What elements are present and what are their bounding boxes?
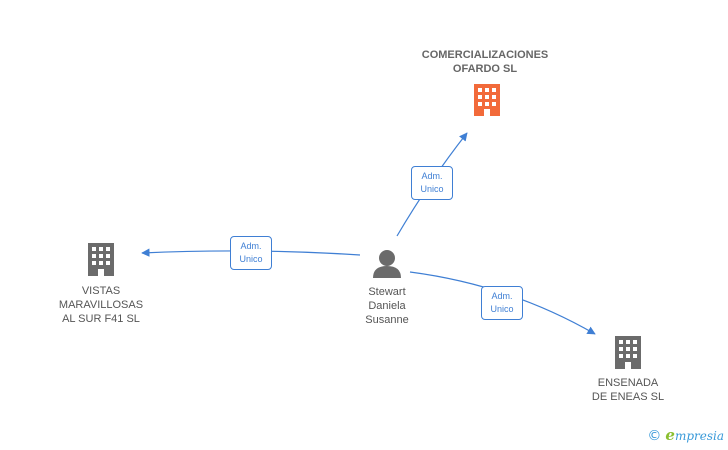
person-label-line1: Stewart xyxy=(368,286,406,298)
edge-badge-to-right[interactable]: Adm. Unico xyxy=(481,286,523,320)
person-label[interactable]: Stewart Daniela Susanne xyxy=(342,285,432,327)
edge-badge-to-top-line2: Unico xyxy=(420,184,444,194)
company-label-right-line1: ENSENADA xyxy=(597,377,659,389)
building-icon-right[interactable] xyxy=(615,336,641,369)
company-label-top-line2: OFARDO SL xyxy=(452,63,518,75)
copyright-symbol: © xyxy=(647,428,662,444)
company-label-right-line2: DE ENEAS SL xyxy=(591,391,665,403)
edge-badge-to-left[interactable]: Adm. Unico xyxy=(230,236,272,270)
company-label-right[interactable]: ENSENADA DE ENEAS SL xyxy=(578,376,678,404)
empresia-logo: ©empresia xyxy=(647,426,724,444)
edge-badge-to-top[interactable]: Adm. Unico xyxy=(411,166,453,200)
person-label-line3: Susanne xyxy=(365,314,409,326)
edge-badge-to-right-line1: Adm. xyxy=(491,291,513,301)
company-label-left-line2: MARAVILLOSAS xyxy=(58,299,144,311)
company-label-left-line3: AL SUR F41 SL xyxy=(62,313,140,325)
edge-badge-to-left-line1: Adm. xyxy=(240,241,262,251)
edge-badge-to-left-line2: Unico xyxy=(239,254,263,264)
brand-name: mpresia xyxy=(674,429,724,443)
building-icon-top[interactable] xyxy=(474,84,500,116)
person-label-line2: Daniela xyxy=(368,300,406,312)
edge-badge-to-top-line1: Adm. xyxy=(421,171,443,181)
company-label-left[interactable]: VISTAS MARAVILLOSAS AL SUR F41 SL xyxy=(40,284,162,326)
brand-initial: e xyxy=(665,426,675,444)
edge-badge-to-right-line2: Unico xyxy=(490,304,514,314)
company-label-top-line1: COMERCIALIZACIONES xyxy=(421,49,549,61)
company-label-left-line1: VISTAS xyxy=(81,285,121,297)
company-label-top[interactable]: COMERCIALIZACIONES OFARDO SL xyxy=(404,48,566,76)
person-icon[interactable] xyxy=(373,250,401,278)
building-icon-left[interactable] xyxy=(88,243,114,276)
